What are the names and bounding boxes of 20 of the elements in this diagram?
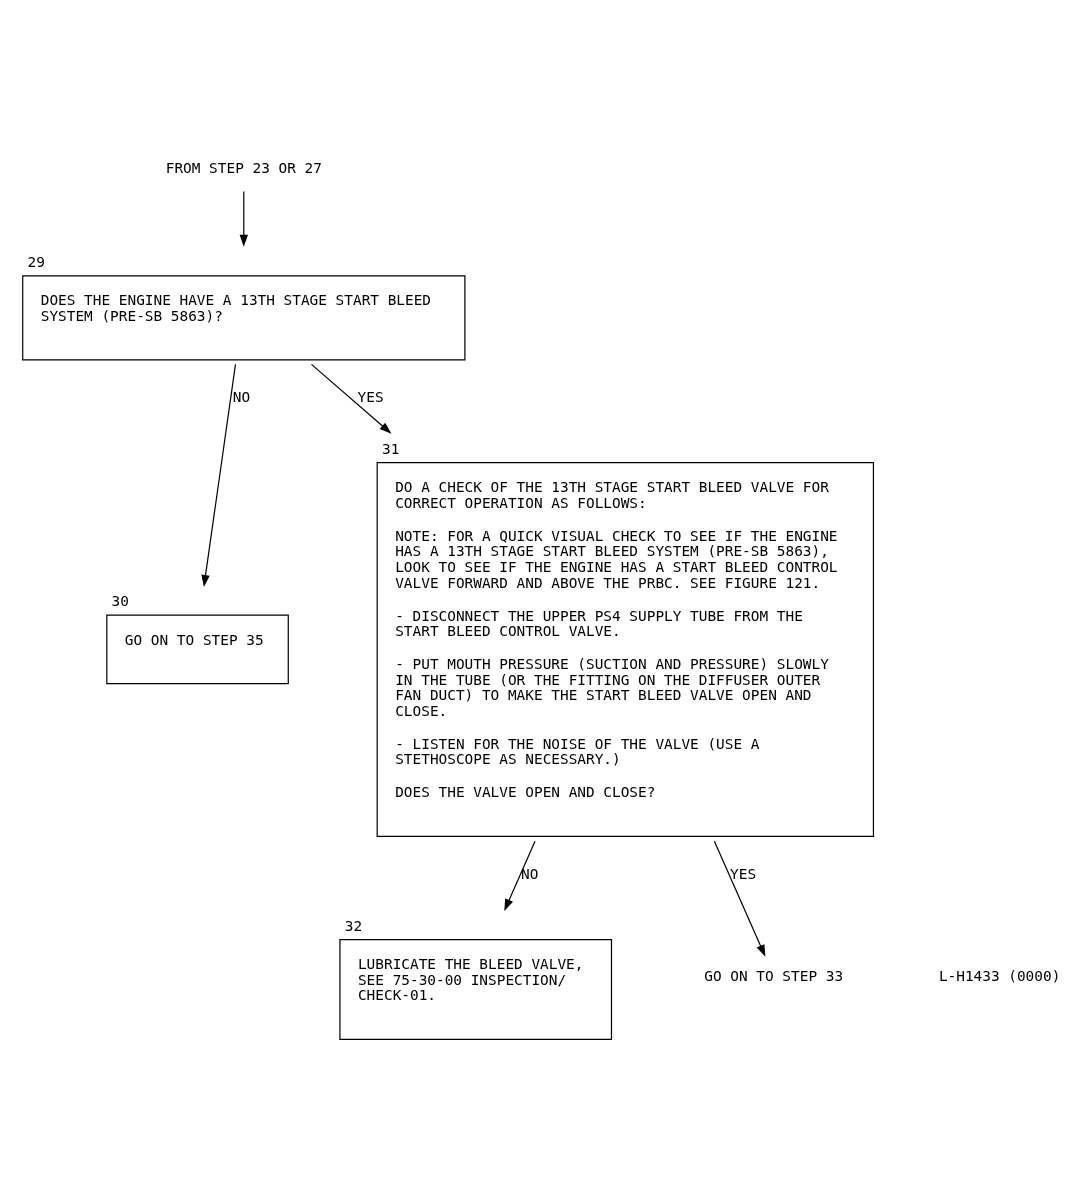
edge-label: NO xyxy=(521,866,539,883)
edge-label: YES xyxy=(730,866,757,883)
node-label: 31 xyxy=(381,440,400,457)
node-box: GO ON TO STEP 35 xyxy=(106,614,289,685)
edge-label: YES xyxy=(357,389,384,406)
node-label: 29 xyxy=(27,253,45,270)
arrow xyxy=(239,190,248,247)
node-text: FROM STEP 23 OR 27 xyxy=(165,160,322,177)
node-label: 30 xyxy=(111,593,129,610)
label: L-H1433 (0000) xyxy=(938,967,1061,984)
node-box: DO A CHECK OF THE 13TH STAGE START BLEED VALVE FOR CORRECT OPERATION AS FOLLOWS: NOTE: FOR A QUICK VISUAL CHECK TO SEE IF THE ENGINE HAS A 13TH STAGE START BLEED SYSTEM (PRE-SB 5863), LOOK TO SEE IF THE ENGINE HAS A START BLEED CONTROL VALVE FORWARD AND ABOVE THE PRBC. SEE FIGURE 121. - DISCONNECT THE UPPER PS4 SUPPLY TUBE FROM THE START BLEED CONTROL VALVE. - PUT MOUTH PRESSURE (SUCTION AND PRESSURE) SLOWLY IN THE TUBE (OR THE FITTING ON THE DIFFUSER OUTER FAN DUCT) TO MAKE THE START BLEED VALVE OPEN AND CLOSE. - LISTEN FOR THE NOISE OF THE VALVE (USE A STETHOSCOPE AS NECESSARY.) DOES THE VALVE OPEN AND CLOSE? xyxy=(376,462,875,837)
node-label: 32 xyxy=(344,917,363,934)
edge-label: NO xyxy=(232,389,251,406)
arrow xyxy=(310,363,392,434)
node-box: LUBRICATE THE BLEED VALVE, SEE 75-30-00 INSPECTION/ CHECK-01. xyxy=(339,939,613,1040)
arrow xyxy=(201,363,237,587)
node-text: GO ON TO STEP 33 xyxy=(704,967,844,984)
node-box: DOES THE ENGINE HAVE A 13TH STAGE START BLEED SYSTEM (PRE-SB 5863)? xyxy=(22,275,466,361)
arrow xyxy=(504,840,536,912)
arrow xyxy=(713,840,766,957)
